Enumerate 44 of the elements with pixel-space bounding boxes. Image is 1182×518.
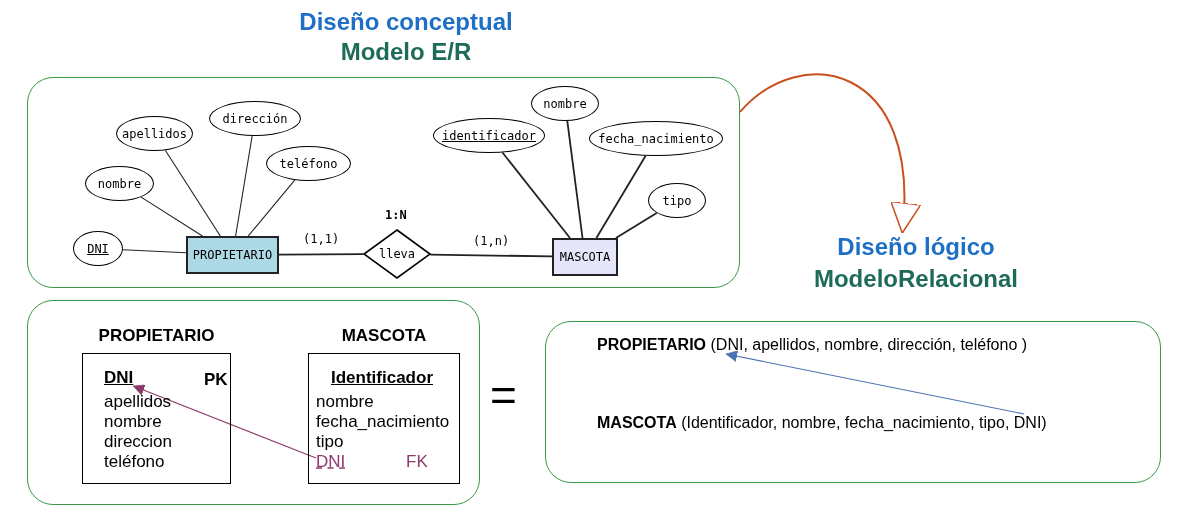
section-heading: Modelo E/R: [340, 38, 472, 66]
connector-line: [595, 154, 647, 239]
key-marker: PK: [204, 371, 228, 388]
cardinality-label: 1:N: [385, 208, 407, 222]
attribute-ellipse: identificador: [433, 118, 545, 153]
entity-box: MASCOTA: [552, 238, 618, 276]
connector-line: [140, 196, 203, 237]
relationship-diamond: lleva: [363, 229, 431, 279]
primary-key-field: DNI: [104, 368, 134, 388]
connector-line: [247, 179, 296, 237]
foreign-key-field: DNI: [316, 452, 346, 472]
section-heading: Diseño conceptual: [299, 8, 513, 36]
primary-key-field: Identificador: [331, 368, 433, 388]
panel-frame: [27, 300, 480, 505]
connector-line: [501, 151, 571, 239]
attribute-ellipse: dirección: [209, 101, 301, 136]
connector-line: [278, 253, 365, 256]
key-marker: FK: [406, 452, 428, 472]
relation-schema: MASCOTA (Identificador, nombre, fecha_nacimiento, tipo, DNI): [597, 414, 1047, 432]
attribute-ellipse: nombre: [531, 86, 599, 121]
field-list: apellidos nombre direccion teléfono: [104, 392, 173, 472]
section-heading: Diseño lógico: [837, 233, 995, 261]
attribute-ellipse: apellidos: [116, 116, 193, 151]
relation-schema: PROPIETARIO (DNI, apellidos, nombre, dirección, teléfono ): [597, 336, 1028, 354]
entity-box: PROPIETARIO: [186, 236, 279, 274]
table-heading: PROPIETARIO: [98, 326, 215, 346]
connector-line: [122, 249, 187, 254]
section-heading: ModeloRelacional: [813, 265, 1018, 293]
connector-line: [615, 212, 658, 239]
connector-line: [429, 253, 553, 258]
connector-line: [566, 120, 584, 239]
field-list: nombre fecha_nacimiento tipo: [316, 392, 450, 452]
attribute-ellipse: DNI: [73, 231, 123, 266]
connector-line: [235, 135, 253, 237]
attribute-ellipse: fecha_nacimiento: [589, 121, 723, 156]
equals-sign: =: [490, 372, 517, 418]
arrow: [725, 350, 1025, 415]
attribute-ellipse: tipo: [648, 183, 706, 218]
connector-line: [164, 149, 221, 237]
curved-arrow: [739, 73, 920, 234]
arrow: [132, 384, 317, 459]
attribute-ellipse: nombre: [85, 166, 154, 201]
table-heading: MASCOTA: [341, 326, 427, 346]
attribute-ellipse: teléfono: [266, 146, 351, 181]
